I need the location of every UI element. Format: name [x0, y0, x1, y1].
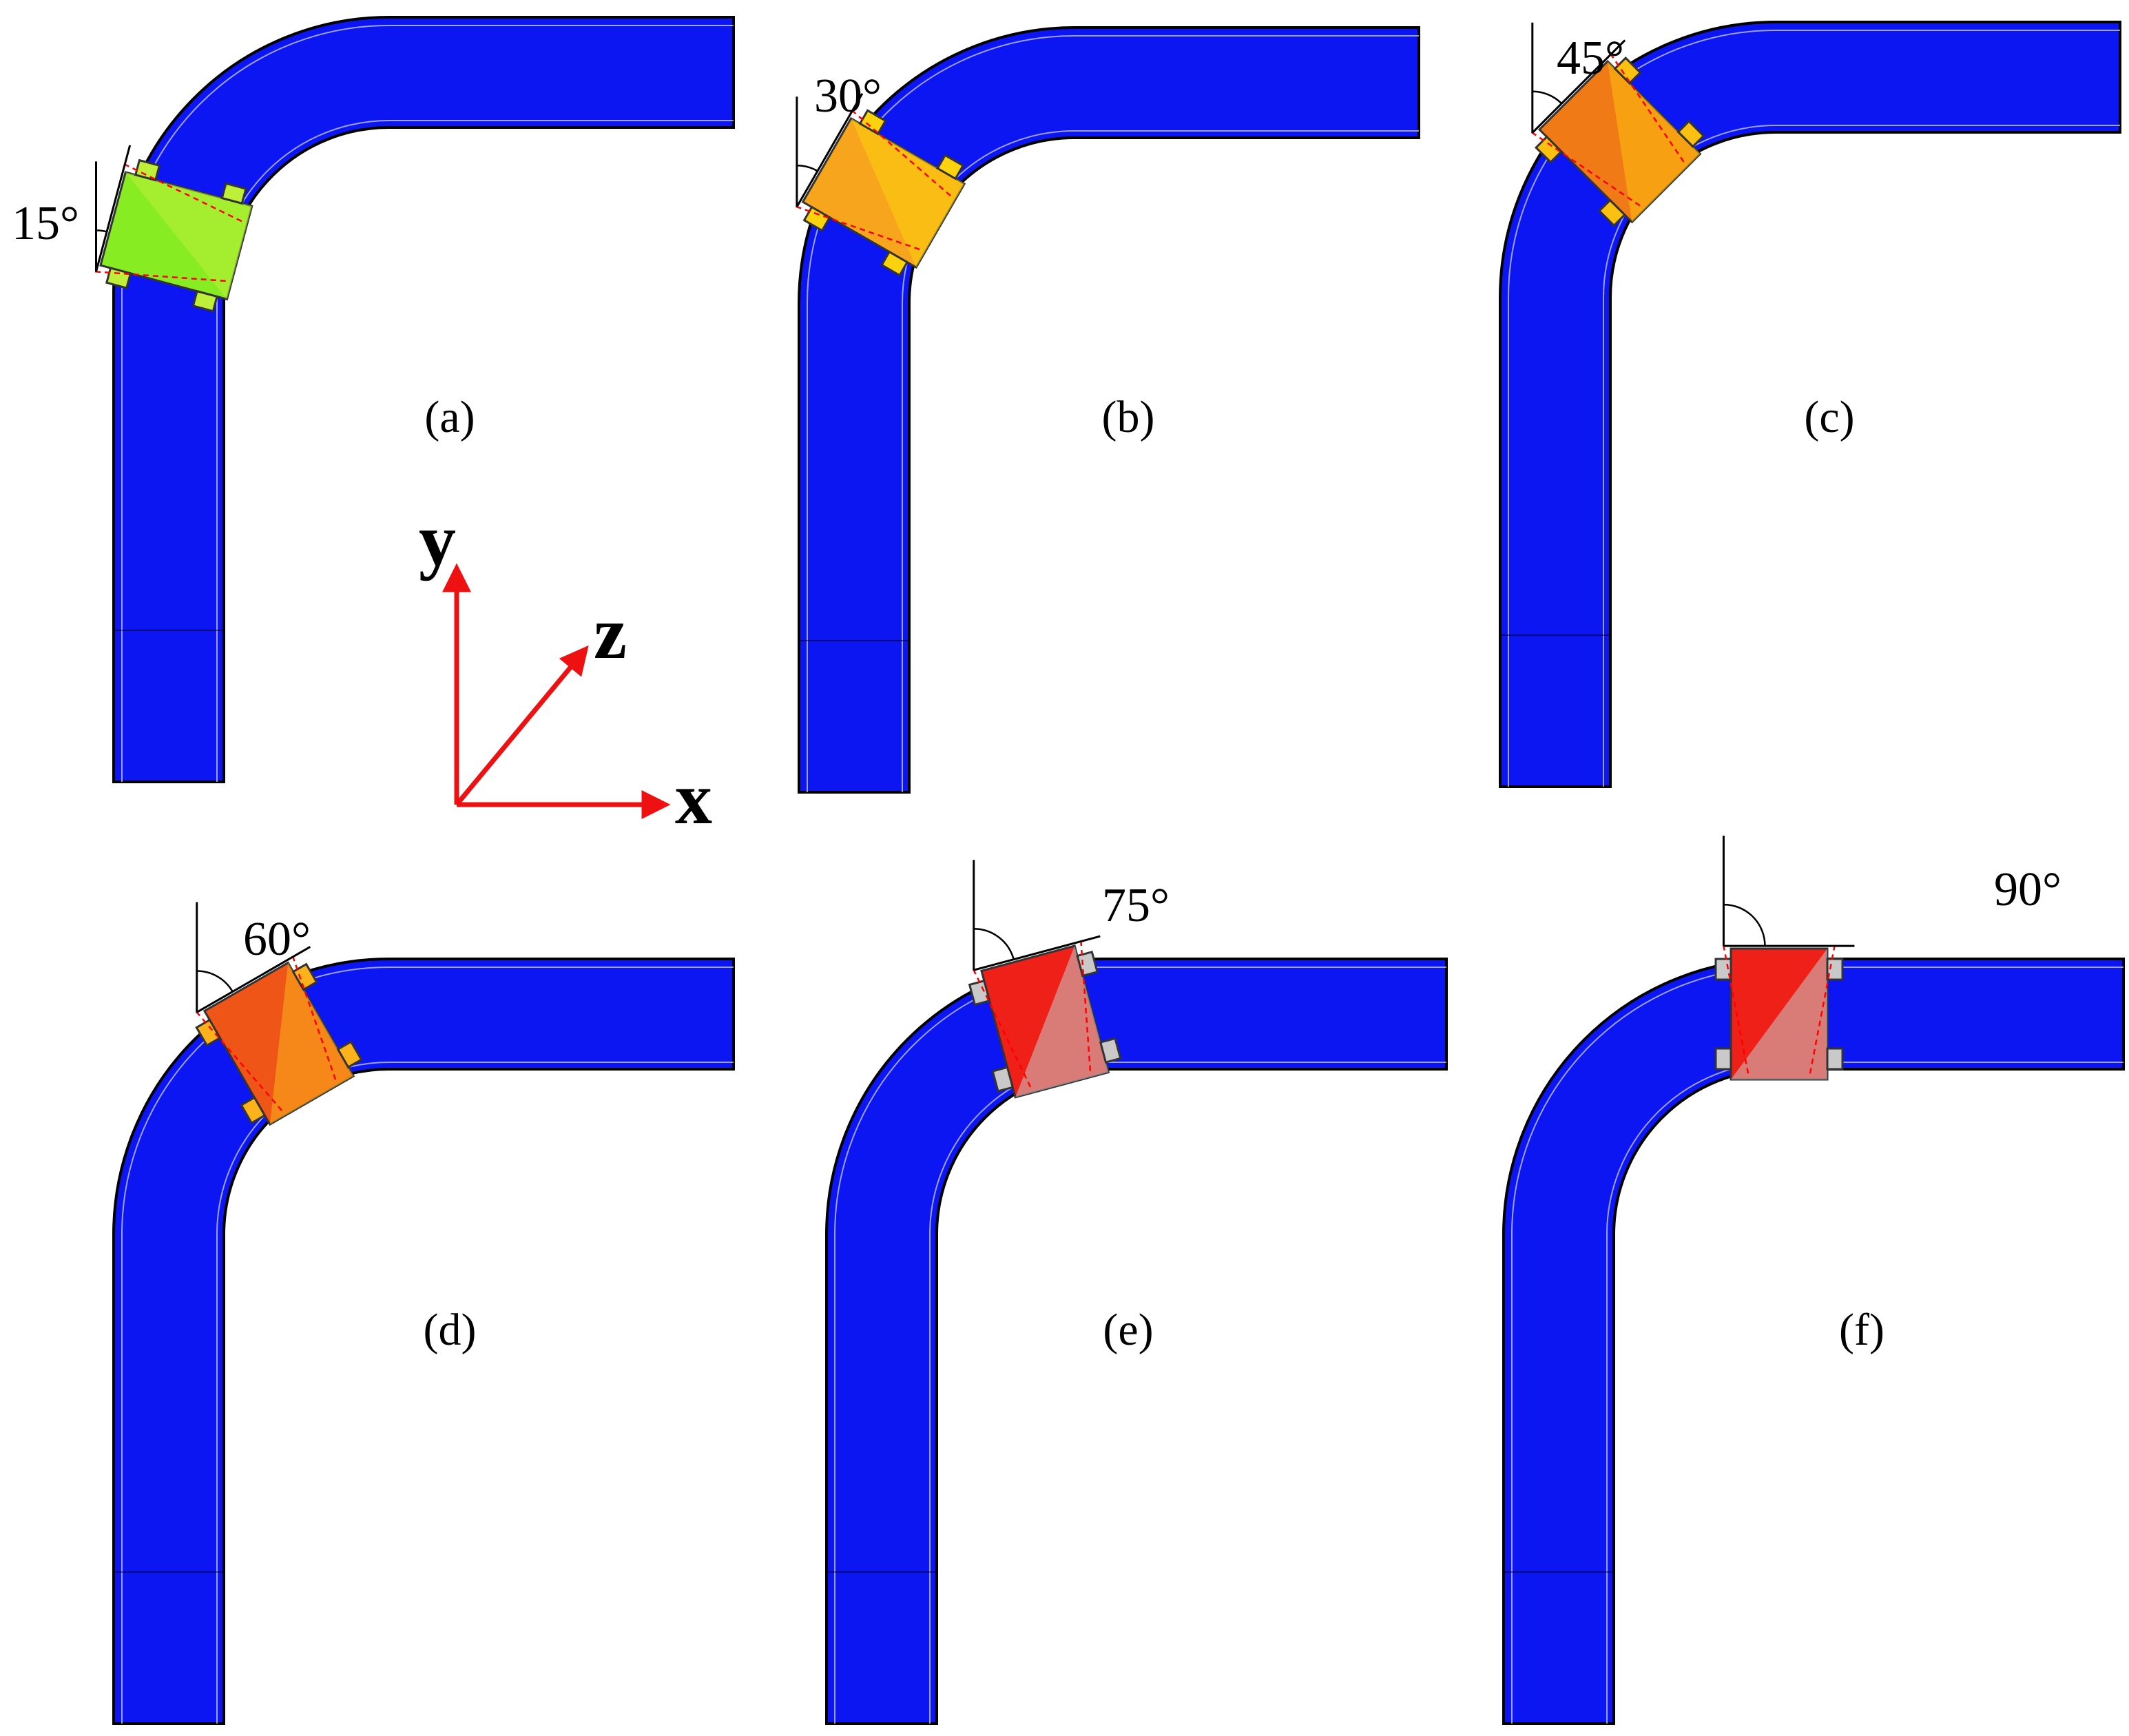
angle-line: [973, 935, 1101, 971]
panel-label-c: (c): [1804, 392, 1854, 442]
device-shading: [125, 172, 252, 300]
device-leg: [1826, 958, 1844, 981]
angle-annotation-e: [971, 860, 1101, 1088]
pipe-wall-line: [929, 1062, 1446, 1724]
pipe-wall-line: [216, 1062, 734, 1724]
angle-arc: [796, 165, 818, 172]
device-leg: [336, 1040, 363, 1069]
device-leg: [991, 1066, 1015, 1093]
cut-line: [1722, 942, 1749, 1074]
angle-annotation-f: [1722, 836, 1855, 1074]
z-axis-label: z: [594, 592, 627, 674]
pipe-wall-line: [216, 120, 734, 782]
panel-label-a: (a): [424, 392, 475, 442]
panel-label-e: (e): [1103, 1305, 1153, 1355]
pipe-wall-line: [902, 130, 1419, 792]
device-shading: [269, 962, 354, 1125]
pipe-wall-line: [807, 35, 1419, 792]
device-shading: [1731, 949, 1827, 1079]
angle-annotation-c: [1529, 22, 1685, 207]
angle-line: [95, 145, 132, 272]
panel-d: 60° (d): [112, 902, 735, 1725]
angle-line: [796, 93, 864, 208]
angle-arc: [1532, 90, 1563, 105]
panel-f: 90° (f): [1502, 836, 2125, 1725]
panel-label-d: (d): [424, 1305, 477, 1355]
pipe-wall-line: [1606, 1062, 2123, 1724]
device-e: [968, 944, 1122, 1099]
device-leg: [936, 154, 965, 180]
cut-line: [1529, 130, 1641, 207]
coordinate-axes: y x z: [419, 499, 712, 840]
cut-line: [92, 270, 226, 282]
device-shading: [851, 118, 965, 268]
angle-label-c: 45°: [1557, 32, 1624, 85]
device-leg: [1676, 119, 1705, 148]
angle-label-d: 60°: [243, 913, 311, 966]
panel-e: 75° (e): [825, 860, 1448, 1725]
device-leg: [191, 289, 218, 313]
pipe-body: [112, 16, 735, 783]
y-axis-label: y: [419, 499, 456, 581]
angle-label-f: 90°: [1994, 863, 2062, 916]
device-leg: [1613, 56, 1642, 85]
panel-a: 15° (a): [12, 16, 735, 783]
device-shading: [1015, 946, 1109, 1097]
angle-line: [1531, 39, 1626, 134]
device-f: [1714, 947, 1844, 1081]
device-leg: [858, 109, 887, 136]
panel-label-f: (f): [1839, 1305, 1884, 1355]
device-leg: [1826, 1047, 1844, 1071]
pipe-wall-line: [121, 967, 734, 1724]
cut-line: [1608, 51, 1685, 163]
angle-line: [196, 946, 311, 1013]
device-leg: [880, 250, 909, 277]
cut-line: [1079, 938, 1092, 1071]
angle-label-b: 30°: [814, 70, 882, 123]
device-c: [1534, 56, 1705, 227]
angle-label-a: 15°: [12, 197, 79, 250]
device-leg: [134, 158, 161, 182]
panel-b: 30° (b): [793, 26, 1420, 794]
cut-line: [971, 967, 1032, 1088]
angle-annotation-a: [92, 145, 242, 282]
panel-c: 45° (c): [1499, 21, 2121, 788]
device-shading: [1608, 61, 1701, 223]
device-b: [801, 109, 966, 277]
pipe-elbow-a: [112, 16, 735, 783]
device-d: [195, 961, 363, 1126]
cut-line: [793, 205, 920, 251]
cut-line: [1809, 942, 1836, 1074]
cut-line: [121, 162, 242, 223]
device-leg: [1714, 1047, 1732, 1071]
device-leg: [1714, 958, 1732, 981]
angle-arc: [1723, 903, 1766, 947]
z-axis-arrow: [455, 645, 589, 807]
cut-line: [291, 953, 337, 1080]
angle-arc: [96, 229, 107, 233]
device-a: [99, 158, 253, 313]
device-leg: [291, 962, 318, 991]
device-leg: [1597, 198, 1626, 227]
pipe-body: [112, 958, 735, 1725]
device-leg: [220, 182, 247, 205]
angle-arc: [973, 927, 1015, 960]
angle-arc: [196, 970, 233, 993]
pipe-wall-line: [1603, 125, 2120, 787]
cut-line: [849, 107, 951, 197]
cut-line: [194, 1009, 283, 1111]
panel-label-b: (b): [1102, 392, 1155, 442]
angle-label-e: 75°: [1102, 879, 1170, 932]
x-axis-label: x: [675, 758, 712, 840]
device-leg: [1099, 1037, 1122, 1064]
angle-annotation-d: [194, 902, 337, 1111]
angle-annotation-b: [793, 93, 951, 251]
device-leg: [240, 1096, 267, 1125]
